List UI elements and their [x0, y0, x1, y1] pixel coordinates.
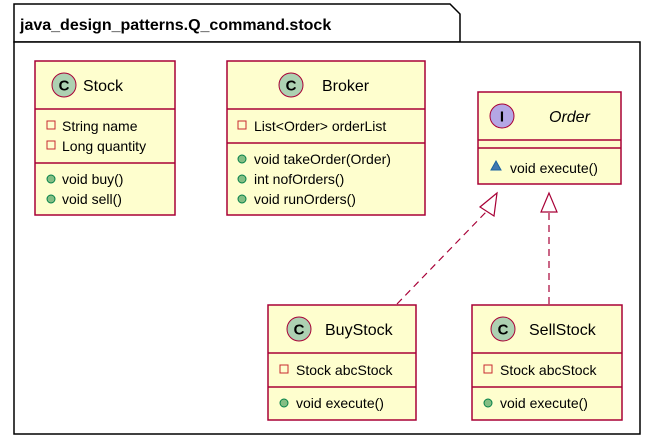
realization-arrowhead: [478, 191, 498, 218]
private-field-icon: [279, 364, 289, 374]
class-method: void sell(): [62, 191, 122, 207]
public-method-icon: [237, 154, 247, 164]
class-stereotype-letter: C: [294, 322, 305, 339]
class-c-icon: [490, 316, 516, 342]
class-method: void execute(): [296, 395, 384, 411]
public-method-icon: [237, 194, 247, 204]
class-broker[interactable]: C Broker List<Order> orderList void take…: [226, 60, 426, 216]
class-stereotype-letter: C: [286, 78, 297, 95]
class-c-icon: [51, 72, 77, 98]
class-c-icon: [286, 316, 312, 342]
package-tab: [13, 3, 461, 43]
private-field-icon: [237, 120, 247, 130]
relation-sellstock-order: [540, 191, 558, 304]
interface-stereotype-letter: I: [500, 109, 504, 126]
class-field: Stock abcStock: [500, 362, 597, 378]
class-method: void runOrders(): [254, 191, 356, 207]
class-name: SellStock: [529, 322, 597, 339]
class-method: int nofOrders(): [254, 171, 344, 187]
class-buystock[interactable]: C BuyStock Stock abcStock void execute(): [267, 304, 417, 421]
interface-method: void execute(): [510, 160, 598, 176]
class-c-icon: [278, 72, 304, 98]
class-method: void takeOrder(Order): [254, 151, 391, 167]
class-sellstock[interactable]: C SellStock Stock abcStock void execute(…: [471, 304, 623, 421]
public-method-icon: [237, 174, 247, 184]
public-method-icon: [483, 398, 493, 408]
private-field-icon: [483, 364, 493, 374]
class-stereotype-letter: C: [59, 78, 70, 95]
private-field-icon: [46, 140, 56, 150]
class-name: BuyStock: [325, 322, 394, 339]
interface-i-icon: [489, 103, 515, 129]
package-method-icon: [490, 159, 502, 171]
class-name: Stock: [83, 78, 124, 95]
class-method: void execute(): [500, 395, 588, 411]
class-field: Stock abcStock: [296, 362, 393, 378]
package-title: java_design_patterns.Q_command.stock: [19, 17, 331, 34]
public-method-icon: [46, 194, 56, 204]
class-field: String name: [62, 118, 138, 134]
class-field: Long quantity: [62, 138, 146, 154]
class-stereotype-letter: C: [498, 322, 509, 339]
class-field: List<Order> orderList: [254, 118, 386, 134]
relation-buystock-order: [396, 191, 498, 305]
public-method-icon: [46, 174, 56, 184]
private-field-icon: [46, 120, 56, 130]
public-method-icon: [279, 398, 289, 408]
realization-arrowhead: [540, 191, 558, 213]
class-method: void buy(): [62, 171, 123, 187]
class-name: Broker: [322, 78, 370, 95]
interface-name: Order: [549, 109, 591, 126]
class-stock[interactable]: C Stock String name Long quantity void b…: [34, 60, 176, 216]
interface-order[interactable]: I Order void execute(): [477, 91, 622, 185]
